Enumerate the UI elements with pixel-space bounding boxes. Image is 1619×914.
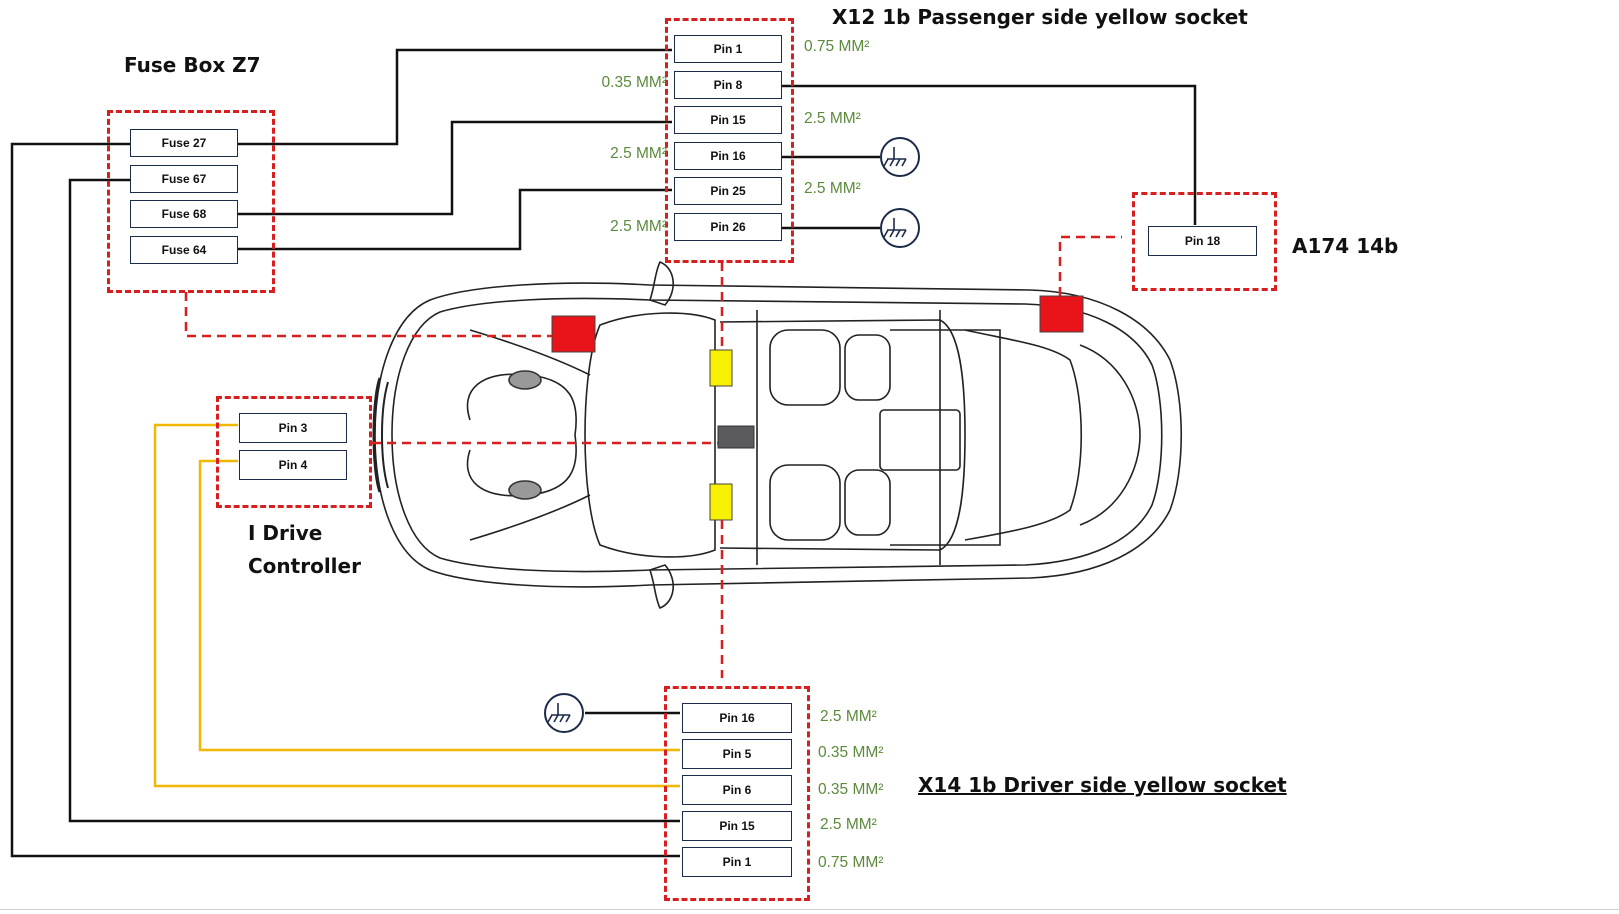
seat-rear-driver [844, 469, 891, 536]
car-body-outline [374, 282, 1182, 588]
ground-icon [880, 208, 920, 248]
mirror-passenger [648, 260, 674, 306]
wire-fuse27-x12pin1 [236, 48, 672, 146]
bottom-border [0, 909, 1619, 910]
fuse-64[interactable]: Fuse 64 [130, 236, 238, 264]
module-marker-x14 [709, 483, 733, 521]
ground-icon [880, 137, 920, 177]
front-grille [372, 377, 382, 493]
x14-gauge-pin1: 0.75 MM² [818, 854, 884, 871]
idrive-pin-3[interactable]: Pin 3 [239, 413, 347, 443]
x12-frame [665, 18, 794, 263]
x12-gauge-pin15: 2.5 MM² [804, 110, 861, 127]
seat-front-driver [769, 464, 841, 541]
x12-pin-25[interactable]: Pin 25 [674, 177, 782, 205]
rear-seat-bench [890, 329, 1001, 546]
center-console [879, 409, 961, 471]
x14-pin-15[interactable]: Pin 15 [682, 811, 792, 841]
wire-fuse67-x14pin15 [68, 178, 680, 823]
wire-idrivepin4-x14pin5 [198, 459, 680, 752]
wire-idrivepin3-x14pin6 [153, 423, 680, 788]
car-body-inner-outline [391, 297, 1163, 573]
x12-gauge-pin1: 0.75 MM² [804, 38, 870, 55]
hood-bulge [466, 373, 577, 497]
a174-title: A174 14b [1292, 234, 1399, 258]
seat-rear-passenger [844, 334, 891, 401]
link-fusebox-to-car [184, 292, 552, 338]
mirror-driver [648, 564, 674, 610]
fusebox-title: Fuse Box Z7 [124, 53, 261, 77]
idrive-pin-4[interactable]: Pin 4 [239, 450, 347, 480]
x14-gauge-pin6: 0.35 MM² [818, 781, 884, 798]
x14-pin-16[interactable]: Pin 16 [682, 703, 792, 733]
fuse-27[interactable]: Fuse 27 [130, 129, 238, 157]
x12-pin-1[interactable]: Pin 1 [674, 35, 782, 63]
front-grille-inner [381, 381, 389, 489]
module-marker-fusebox [551, 315, 596, 353]
fusebox-frame [107, 110, 275, 293]
module-marker-x12 [709, 349, 733, 387]
idrive-title-line1: I Drive [248, 521, 323, 545]
fuse-68[interactable]: Fuse 68 [130, 200, 238, 228]
idrive-frame [216, 396, 372, 508]
x12-gauge-pin8: 0.35 MM² [601, 74, 667, 91]
wire-fuse64-x12pin25 [236, 188, 672, 251]
idrive-title-line2: Controller [248, 554, 361, 578]
x14-pin-5[interactable]: Pin 5 [682, 739, 792, 769]
vent-upper [508, 370, 542, 390]
wire-fuse68-x12pin15 [236, 120, 672, 216]
module-marker-idrive [717, 425, 755, 449]
hood-line-lower [469, 494, 591, 541]
a174-frame [1132, 192, 1277, 291]
ground-icon [544, 693, 584, 733]
x12-pin-15[interactable]: Pin 15 [674, 106, 782, 134]
x12-title: X12 1b Passenger side yellow socket [832, 5, 1248, 29]
trunk-lid [1079, 344, 1141, 526]
x14-gauge-pin16: 2.5 MM² [820, 708, 877, 725]
x14-frame [664, 686, 810, 901]
hood-line-upper [469, 329, 591, 376]
wire-x12pin8-a174pin18 [780, 84, 1197, 225]
black-wires [10, 48, 1197, 858]
module-marker-a174 [1039, 295, 1084, 333]
seat-front-passenger [769, 329, 841, 406]
rear-window [964, 329, 1082, 541]
vent-lower [508, 480, 542, 500]
wire-fuse27-x14pin1 [10, 142, 680, 858]
link-a174-to-car [1058, 235, 1122, 296]
windshield [584, 312, 716, 558]
x12-gauge-pin26: 2.5 MM² [610, 218, 667, 235]
roof-outline [719, 319, 966, 551]
dashed-links [184, 235, 1122, 678]
x12-gauge-pin25: 2.5 MM² [804, 180, 861, 197]
yellow-wires [153, 423, 680, 788]
x12-gauge-pin16: 2.5 MM² [610, 145, 667, 162]
x14-pin-1[interactable]: Pin 1 [682, 847, 792, 877]
x14-title: X14 1b Driver side yellow socket [918, 773, 1287, 797]
x12-pin-26[interactable]: Pin 26 [674, 213, 782, 241]
x14-pin-6[interactable]: Pin 6 [682, 775, 792, 805]
x12-pin-16[interactable]: Pin 16 [674, 142, 782, 170]
car-top-view [372, 260, 1182, 610]
x14-gauge-pin15: 2.5 MM² [820, 816, 877, 833]
fuse-67[interactable]: Fuse 67 [130, 165, 238, 193]
a174-pin-18[interactable]: Pin 18 [1148, 226, 1257, 256]
x14-gauge-pin5: 0.35 MM² [818, 744, 884, 761]
x12-pin-8[interactable]: Pin 8 [674, 71, 782, 99]
